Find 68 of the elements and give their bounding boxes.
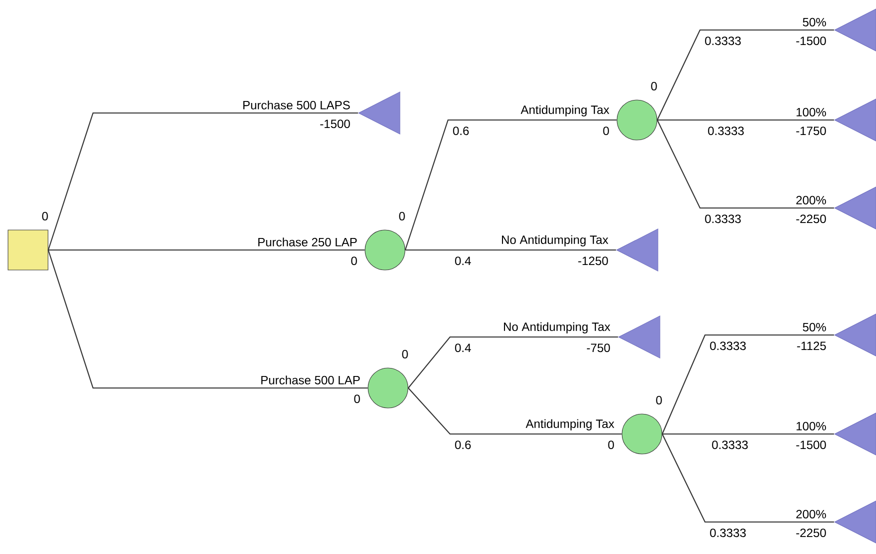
probability-value: 0.3333 xyxy=(705,214,741,224)
terminal-triangle xyxy=(834,314,876,356)
probability-value: 0.3333 xyxy=(705,36,741,46)
branch-line xyxy=(656,29,834,120)
branch-line xyxy=(48,112,358,250)
payoff-value: -1500 xyxy=(320,120,350,128)
branch-line xyxy=(404,119,617,250)
probability-value: 0.4 xyxy=(455,256,471,266)
node-value: 0 xyxy=(399,212,405,220)
node-value: 0 xyxy=(651,82,657,90)
branch-value: 0 xyxy=(603,126,609,136)
chance-circle xyxy=(364,230,406,270)
branch-line xyxy=(405,249,616,251)
terminal-triangle xyxy=(616,228,658,272)
branch-label: Purchase 250 LAP xyxy=(258,238,357,246)
terminal-triangle xyxy=(618,316,660,358)
payoff-value: -2250 xyxy=(796,528,826,538)
branch-label: 200% xyxy=(796,196,826,204)
branch-line xyxy=(657,119,834,121)
chance-circle xyxy=(622,414,662,454)
branch-line xyxy=(408,336,618,388)
branch-line xyxy=(662,433,834,435)
branch-label: Antidumping Tax xyxy=(526,419,614,430)
decision-square xyxy=(8,230,48,270)
branch-line xyxy=(408,388,622,435)
payoff-value: -1750 xyxy=(796,126,826,136)
probability-value: 0.3333 xyxy=(712,440,748,450)
branch-value: 0 xyxy=(608,440,614,450)
branch-line xyxy=(48,249,365,251)
payoff-value: -1500 xyxy=(796,36,826,46)
branch-label: No Antidumping Tax xyxy=(502,235,608,246)
probability-value: 0.4 xyxy=(455,344,471,352)
branch-value: 0 xyxy=(351,256,357,266)
probability-value: 0.3333 xyxy=(708,126,744,136)
branch-label: 200% xyxy=(796,510,826,518)
probability-value: 0.6 xyxy=(453,126,469,136)
terminal-triangle xyxy=(834,500,876,544)
node-value: 0 xyxy=(402,350,408,358)
branch-label: No Antidumping Tax xyxy=(504,322,610,334)
branch-line xyxy=(662,334,834,434)
terminal-triangle xyxy=(834,98,876,142)
payoff-value: -1500 xyxy=(796,440,826,450)
branch-label: 50% xyxy=(802,322,826,332)
branch-label: 50% xyxy=(802,18,826,26)
terminal-triangle xyxy=(834,186,876,230)
payoff-value: -1125 xyxy=(797,342,826,350)
branch-line xyxy=(48,250,368,389)
chance-circle xyxy=(368,368,408,408)
branch-value: 0 xyxy=(354,394,360,404)
node-value: 0 xyxy=(42,212,48,220)
branch-label: Purchase 500 LAP xyxy=(261,376,360,384)
probability-value: 0.3333 xyxy=(710,528,746,538)
payoff-value: -2250 xyxy=(796,214,826,224)
terminal-triangle xyxy=(358,92,400,134)
chance-circle xyxy=(616,100,658,140)
terminal-triangle xyxy=(834,412,876,456)
terminal-triangle xyxy=(834,8,876,52)
branch-label: 100% xyxy=(796,422,826,430)
branch-label: Purchase 500 LAPS xyxy=(243,100,350,110)
branch-label: 100% xyxy=(796,108,826,116)
branch-line xyxy=(656,120,834,209)
payoff-value: -750 xyxy=(586,344,610,352)
branch-label: Antidumping Tax xyxy=(520,105,610,116)
payoff-value: -1250 xyxy=(578,256,608,266)
node-value: 0 xyxy=(656,396,662,404)
branch-line xyxy=(662,434,834,523)
probability-value: 0.3333 xyxy=(710,342,746,350)
probability-value: 0.6 xyxy=(455,440,471,450)
